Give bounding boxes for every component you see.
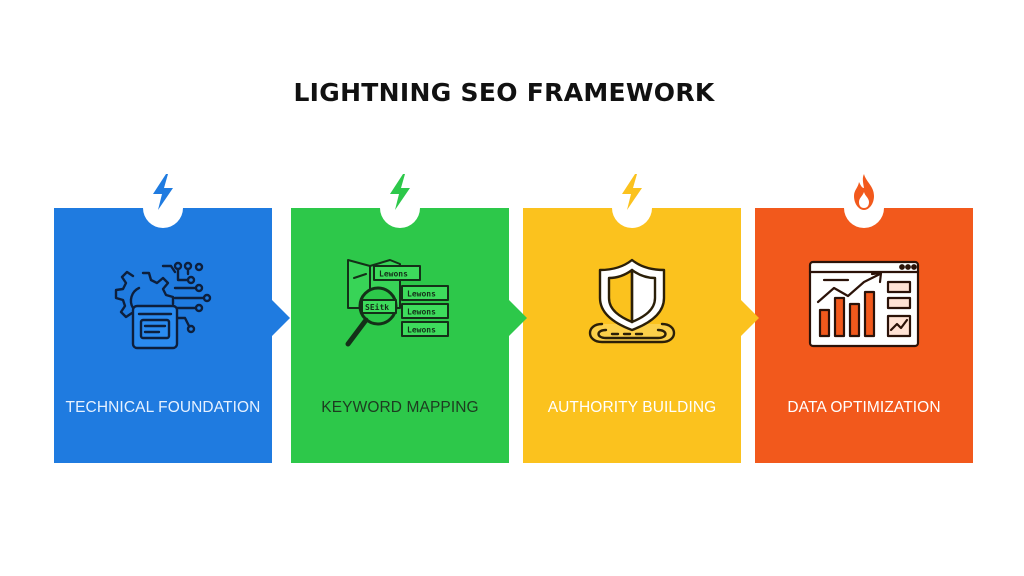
chevron-right-icon [741,300,759,336]
step-label: AUTHORITY BUILDING [547,399,717,416]
step-authority-building: AUTHORITY BUILDING [523,208,741,463]
chevron-right-icon [272,300,290,336]
panel-background [291,208,509,463]
step-data-optimization: DATA OPTIMIZATION [755,208,973,463]
step-keyword-mapping: Lewons Lewons Lewons Lewons SEitk KEYWOR… [291,208,509,463]
keyword-tag: Lewons [407,326,436,335]
step-label: DATA OPTIMIZATION [787,399,941,416]
page-title: LIGHTNING SEO FRAMEWORK [293,78,715,107]
chevron-right-icon [509,300,527,336]
step-technical-foundation: TECHNICAL FOUNDATION [54,208,272,463]
lightning-icon [153,174,173,210]
keyword-main-tag: SEitk [365,302,389,312]
step-label: KEYWORD MAPPING [321,399,479,416]
keyword-magnifier-icon: Lewons Lewons Lewons Lewons SEitk [345,259,449,347]
lightning-icon [390,174,410,210]
gear-circuit-icon [114,261,212,350]
keyword-tag: Lewons [379,270,408,279]
analytics-dashboard-icon [808,260,920,348]
lightning-icon [622,174,642,210]
keyword-tag: Lewons [407,308,436,317]
keyword-tag: Lewons [407,290,436,299]
flame-icon [854,174,874,210]
shield-icon [588,258,676,344]
step-label: TECHNICAL FOUNDATION [65,399,261,416]
